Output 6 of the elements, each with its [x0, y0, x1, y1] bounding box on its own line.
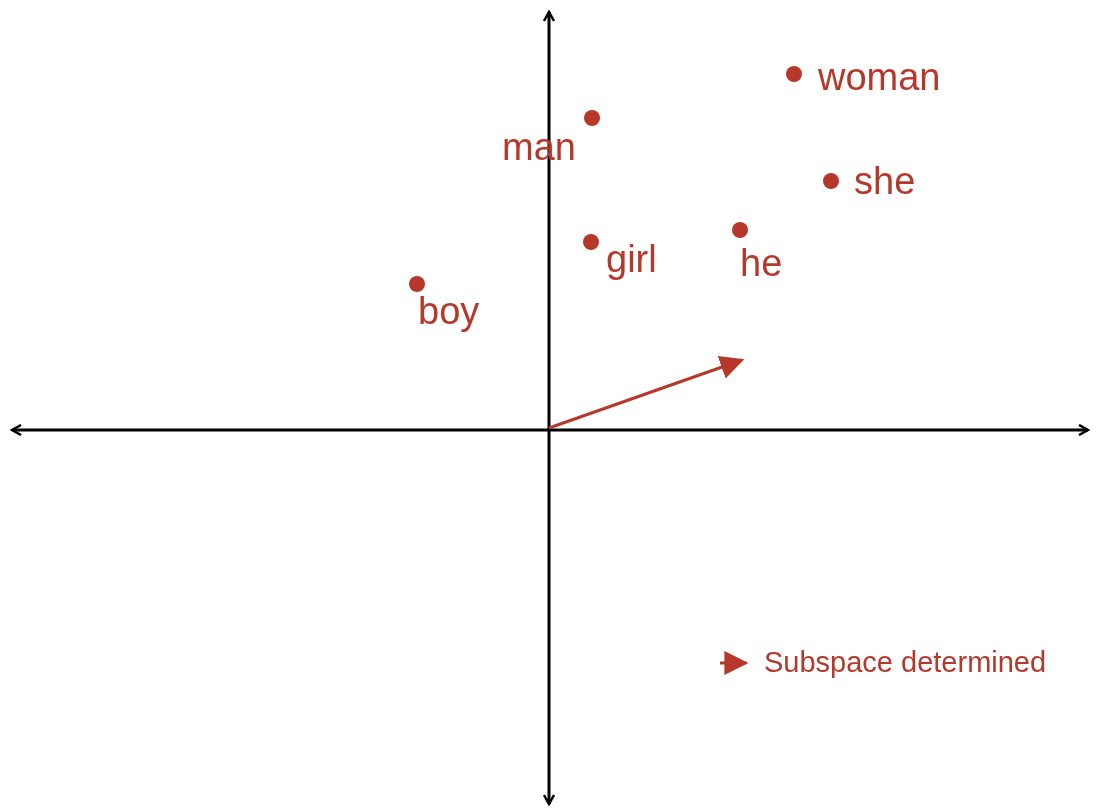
- word-label: she: [854, 162, 916, 200]
- word-label: girl: [606, 240, 657, 278]
- word-label: he: [740, 244, 783, 282]
- legend-text: Subspace determined: [764, 647, 1047, 677]
- word-label: woman: [818, 58, 941, 96]
- word-label: boy: [418, 292, 480, 330]
